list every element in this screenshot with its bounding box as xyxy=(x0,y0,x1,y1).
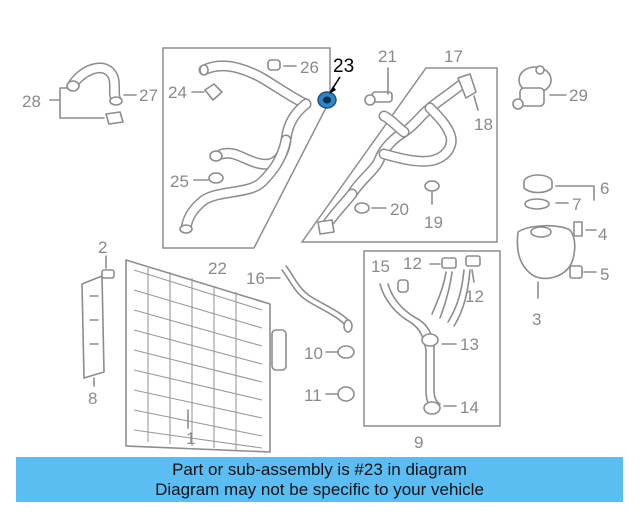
callout-19: 19 xyxy=(424,213,443,232)
o-ring-part-11[interactable] xyxy=(337,386,355,402)
callout-2: 2 xyxy=(98,238,107,257)
callout-10: 10 xyxy=(304,344,323,363)
o-ring-part-10[interactable] xyxy=(337,345,355,359)
callout-15: 15 xyxy=(371,257,390,276)
clamp-part-23-highlighted[interactable] xyxy=(317,91,337,109)
info-banner: Part or sub-assembly is #23 in diagram D… xyxy=(16,457,623,502)
callout-26: 26 xyxy=(300,58,319,77)
seal-part-19[interactable] xyxy=(424,180,440,192)
radiator-part-1[interactable] xyxy=(125,259,287,453)
bolt-part-2[interactable] xyxy=(101,255,115,279)
banner-line-part: Part or sub-assembly is #23 in diagram xyxy=(172,460,467,479)
group-17-box xyxy=(300,67,498,243)
clip-part-24[interactable] xyxy=(204,83,223,101)
clip-part-5[interactable] xyxy=(569,265,597,279)
parts-diagram: 1 2 3 4 5 6 7 8 9 10 11 12 12 13 14 15 1… xyxy=(22,47,609,453)
callout-7: 7 xyxy=(572,195,581,214)
banner-line-disclaimer: Diagram may not be specific to your vehi… xyxy=(155,480,484,499)
callout-3: 3 xyxy=(532,310,541,329)
callout-6: 6 xyxy=(600,179,609,198)
leader-12b xyxy=(471,269,475,283)
callout-17: 17 xyxy=(444,47,463,66)
callout-13: 13 xyxy=(460,335,479,354)
callout-27: 27 xyxy=(139,86,158,105)
coolant-pipe-assembly[interactable] xyxy=(317,73,477,235)
screw-part-4[interactable] xyxy=(573,221,597,237)
callout-14: 14 xyxy=(460,398,479,417)
leader-6-7 xyxy=(555,185,595,204)
callout-21: 21 xyxy=(378,47,397,66)
sensor-part-21[interactable] xyxy=(364,67,393,106)
callout-28: 28 xyxy=(22,92,41,111)
bracket-part-8[interactable] xyxy=(81,275,105,387)
callout-29: 29 xyxy=(569,86,588,105)
bolt-part-15[interactable] xyxy=(397,279,409,293)
callout-23: 23 xyxy=(333,56,354,77)
group-22-box xyxy=(162,47,331,249)
callout-24: 24 xyxy=(168,83,187,102)
callout-11: 11 xyxy=(304,386,322,405)
callout-16: 16 xyxy=(246,269,265,288)
callout-4: 4 xyxy=(598,225,607,244)
bolt-part-26[interactable] xyxy=(267,59,281,71)
callout-1: 1 xyxy=(186,429,195,448)
callout-12b: 12 xyxy=(465,287,484,306)
leader-18 xyxy=(473,95,479,111)
bleed-hose-part-16[interactable] xyxy=(281,265,353,333)
hose-part-27[interactable] xyxy=(66,62,123,106)
group-9-box xyxy=(363,250,501,427)
callout-12a: 12 xyxy=(403,254,422,273)
callout-22: 22 xyxy=(208,259,227,278)
callout-5: 5 xyxy=(600,265,609,284)
seal-part-7[interactable] xyxy=(524,198,550,210)
callout-18: 18 xyxy=(474,115,493,134)
clamp-part-25[interactable] xyxy=(208,172,224,184)
water-pump-part-29[interactable] xyxy=(512,65,552,110)
callout-9: 9 xyxy=(414,433,423,452)
cap-part-6[interactable] xyxy=(523,174,553,194)
callout-20: 20 xyxy=(390,200,409,219)
clip-part-28[interactable] xyxy=(105,111,124,125)
callout-labels: 1 2 3 4 5 6 7 8 9 10 11 12 12 13 14 15 1… xyxy=(22,47,609,452)
clamp-part-20[interactable] xyxy=(354,202,370,214)
upper-hose[interactable] xyxy=(179,60,312,234)
leader-28 xyxy=(49,87,105,119)
callout-8: 8 xyxy=(88,389,97,408)
callout-25: 25 xyxy=(170,172,189,191)
coolant-pipe-part-9[interactable] xyxy=(379,255,481,415)
expansion-tank-part-3[interactable] xyxy=(516,224,576,299)
